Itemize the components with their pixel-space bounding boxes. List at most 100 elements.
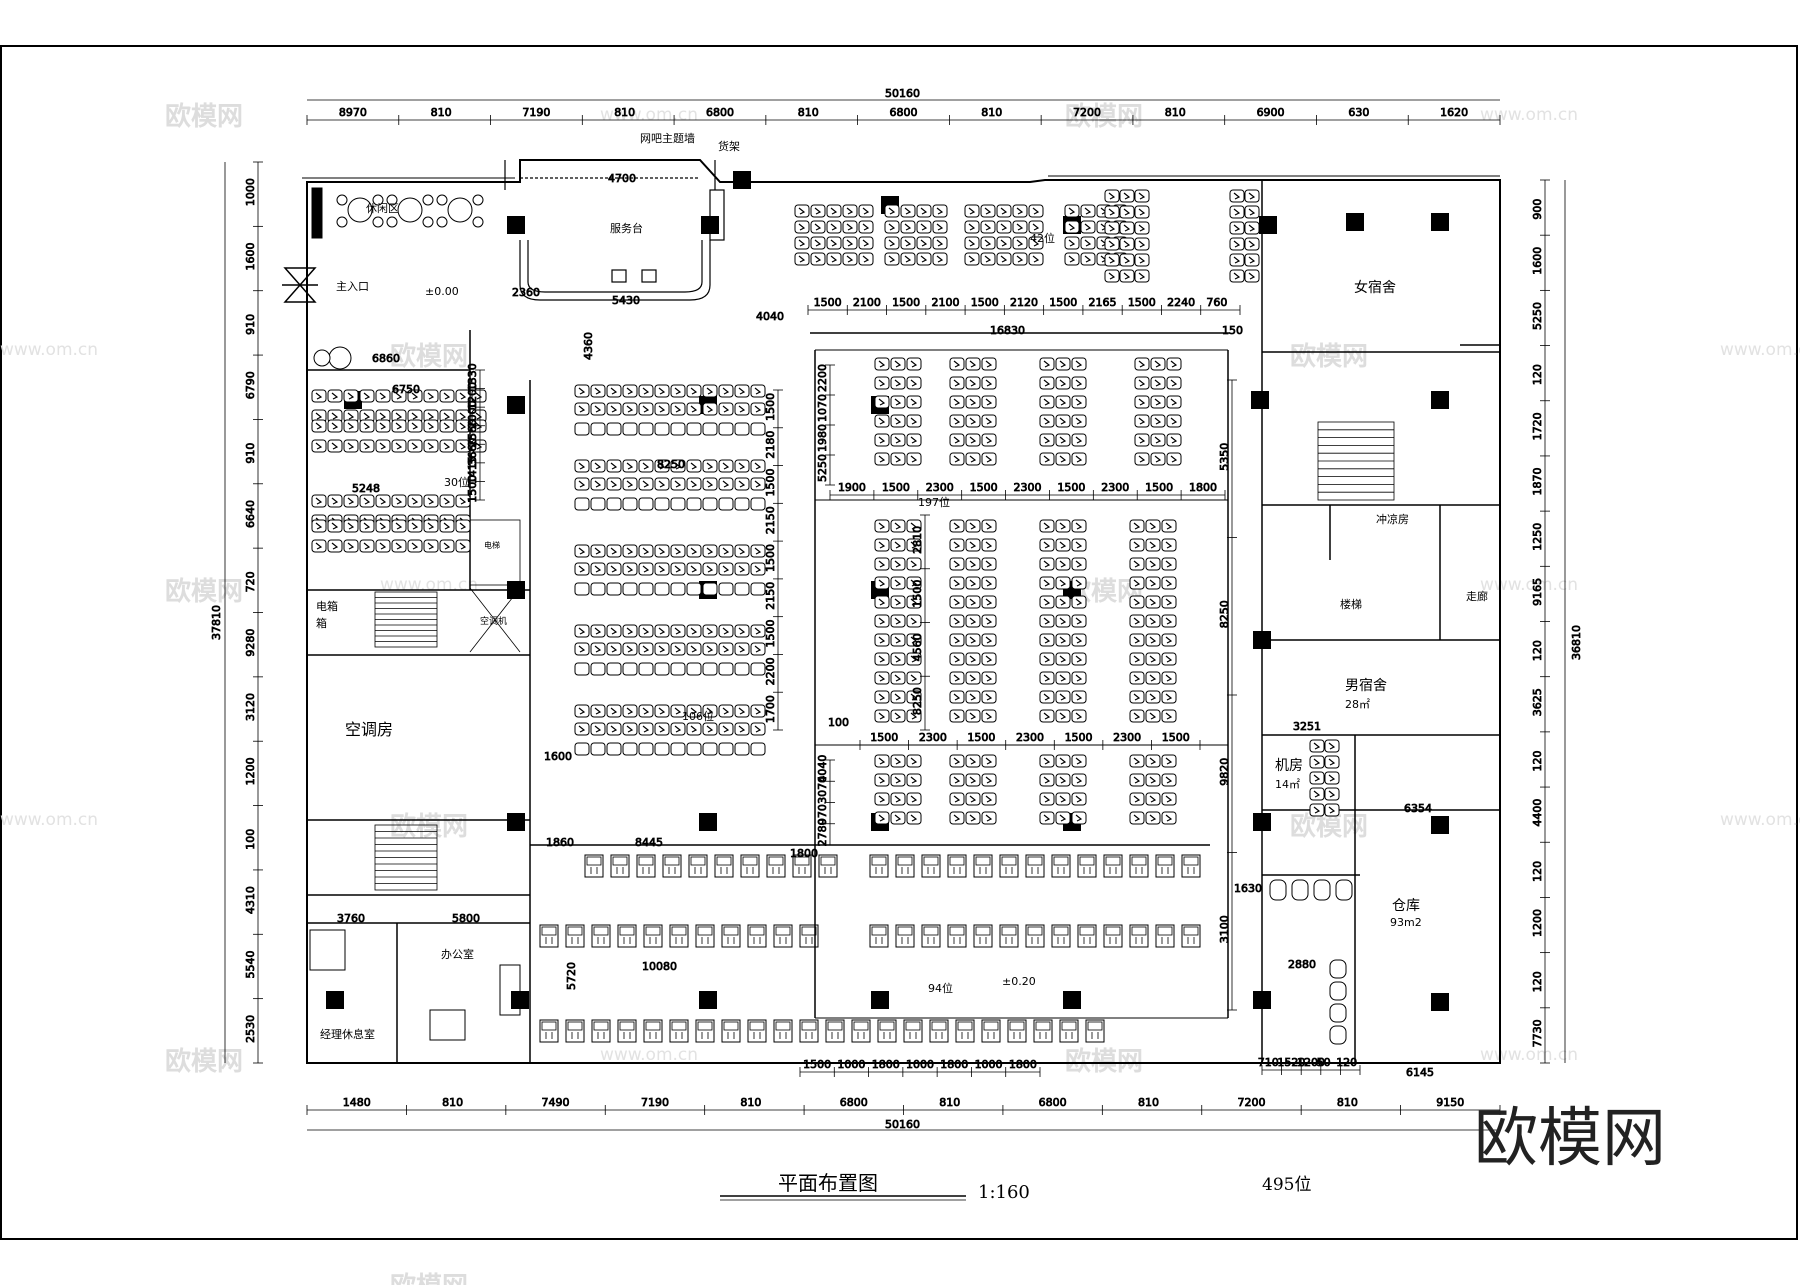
seat [890,557,906,571]
seat [890,414,906,428]
seat [858,204,874,218]
seat [750,562,766,576]
seat [654,384,670,398]
stairs-label: 楼梯 [1340,597,1362,611]
dim-text: 7200 [1237,1096,1265,1109]
seat [311,519,327,533]
seat [327,519,343,533]
seat [1309,803,1325,817]
seat [1161,754,1177,768]
seat [654,422,670,436]
seat [964,236,980,250]
seat [1145,557,1161,571]
dim-text: 6640 [244,500,257,528]
desk [747,1019,767,1043]
seat [702,582,718,596]
seat [622,384,638,398]
seat [890,538,906,552]
seat [900,236,916,250]
seat [890,811,906,825]
seat [439,494,455,508]
dim-text: 1620 [1440,106,1468,119]
seat [1166,395,1182,409]
seat [874,357,890,371]
seat [1134,414,1150,428]
seat [794,204,810,218]
dim-text: 910 [244,443,257,464]
seat [981,519,997,533]
seat [1145,652,1161,666]
seat [638,624,654,638]
desk [999,924,1019,948]
seat [890,633,906,647]
seat [874,633,890,647]
dim-text: 1600 [544,750,572,763]
dim-text: 7190 [641,1096,669,1109]
seat [1150,414,1166,428]
seat [890,671,906,685]
seat [1071,576,1087,590]
seat [734,662,750,676]
warehouse-label: 仓库 [1392,898,1420,914]
desk [1103,854,1123,878]
dim-text: 1000 [244,178,257,206]
seat [654,662,670,676]
seat [1119,253,1135,267]
seat [1039,433,1055,447]
seat [965,576,981,590]
seat [1104,189,1120,203]
seat [874,614,890,628]
dim-text: 1500 [1145,481,1173,494]
seat [884,220,900,234]
seat [1244,269,1260,283]
dim-text: 5540 [244,950,257,978]
seat [1039,671,1055,685]
seat [906,414,922,428]
seat [391,419,407,433]
desk [1025,924,1045,948]
seat [981,754,997,768]
seat [622,704,638,718]
desk [1181,854,1201,878]
toilet [1269,879,1287,901]
desk [1025,854,1045,878]
seat [439,389,455,403]
seat [1039,519,1055,533]
seat [670,402,686,416]
seat [590,742,606,756]
seat [423,419,439,433]
seat [702,477,718,491]
dim-text: 1415 [466,456,479,484]
seat [574,544,590,558]
dim-text: 1500 [870,731,898,744]
seat [890,376,906,390]
column [1431,993,1449,1011]
seat [1071,811,1087,825]
desk [1181,924,1201,948]
seat [654,704,670,718]
seat [1071,671,1087,685]
desk [617,924,637,948]
column [1431,391,1449,409]
dim-text: 7200 [1073,106,1101,119]
seat [1161,538,1177,552]
watermark: 欧模网 [390,341,468,372]
seat [622,402,638,416]
seat [718,497,734,511]
dim-text: 1700 [764,695,777,723]
seat [1161,557,1177,571]
machine-room-area: 14㎡ [1275,778,1300,791]
seat [874,811,890,825]
dim-text: 3120 [244,693,257,721]
seat [949,614,965,628]
seat [1039,376,1055,390]
seat [750,422,766,436]
seat [718,422,734,436]
seat [1324,771,1340,785]
seat [996,204,1012,218]
seat [1324,755,1340,769]
desk [1129,924,1149,948]
dim-text: 810 [431,106,452,119]
watermark: 欧模网 [1065,1046,1143,1077]
